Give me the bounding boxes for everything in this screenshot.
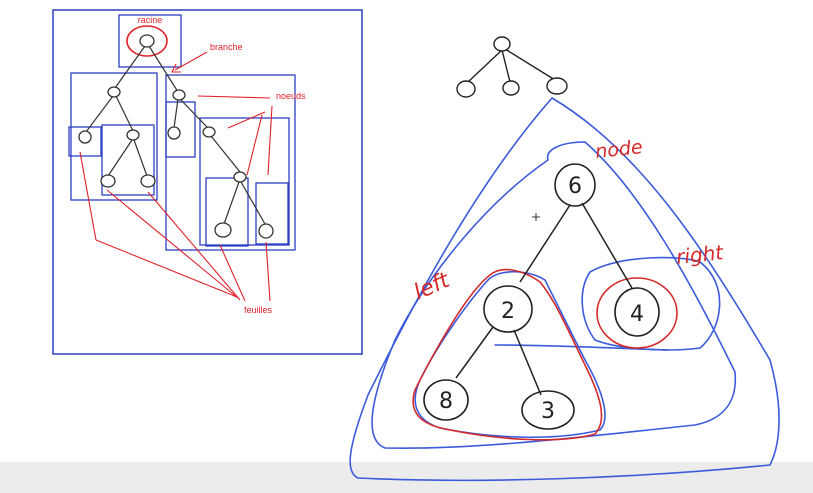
node-4-value: 4 — [630, 302, 644, 327]
root-highlight — [126, 25, 168, 57]
subtree-boxes — [68, 14, 296, 251]
left-left-box — [68, 126, 102, 157]
right-drawing: 6 2 4 8 3 node left right — [349, 36, 780, 482]
node-8 — [423, 379, 469, 421]
node-3 — [521, 390, 575, 430]
right-right-box — [199, 117, 290, 246]
video-bottom-bar — [0, 462, 813, 493]
label-leaves: feuilles — [244, 305, 273, 315]
outer-frame — [52, 9, 363, 355]
label-left: left — [410, 267, 454, 305]
node-3-value: 3 — [541, 399, 555, 424]
label-nodes: noeuds — [276, 91, 306, 101]
leaf-box-b — [255, 182, 289, 245]
tree-node — [456, 80, 476, 98]
left-subtree-red-outline — [412, 268, 603, 441]
leaf-box-a — [205, 177, 249, 247]
label-right: right — [675, 240, 725, 269]
left-subtree-box — [70, 72, 158, 201]
node-2-value: 2 — [501, 299, 515, 324]
tree-node — [202, 126, 216, 138]
node-6 — [554, 163, 596, 207]
right-subtree-outline — [581, 256, 721, 351]
left-tree-nodes — [78, 34, 274, 239]
right-subtree-box — [165, 74, 296, 251]
annotation-lines — [79, 51, 273, 302]
tree-node — [167, 126, 181, 140]
tree-node — [172, 89, 186, 101]
node-triangle — [371, 141, 737, 449]
tree-node — [126, 129, 140, 141]
red-highlights — [412, 268, 678, 441]
tree-node — [546, 77, 568, 95]
left-tree-edges — [85, 45, 266, 225]
node-2 — [483, 285, 533, 333]
main-tree-nodes — [423, 163, 660, 430]
tree-node — [258, 223, 274, 239]
tree-node — [502, 80, 520, 96]
tree-node — [214, 222, 232, 238]
main-tree-edges — [455, 202, 633, 396]
tree-node — [140, 174, 156, 188]
tree-node — [233, 171, 247, 183]
tree-node — [107, 86, 121, 98]
tree-node — [493, 36, 511, 52]
tree-node — [78, 130, 92, 144]
tree-node — [100, 174, 116, 188]
root-box — [118, 14, 182, 68]
label-root: racine — [138, 15, 163, 25]
right-left-box — [165, 101, 196, 158]
node-8-value: 8 — [439, 389, 453, 414]
left-right-box — [101, 124, 155, 196]
left-panel: racine branche noeuds feuilles — [52, 9, 363, 355]
right-node-red-ring — [596, 277, 678, 349]
crosshair-cursor-icon — [532, 213, 540, 221]
mini-tree — [456, 36, 568, 98]
label-branch: branche — [210, 42, 243, 52]
tree-node — [139, 34, 155, 48]
node-4 — [614, 287, 660, 337]
node-6-value: 6 — [568, 174, 582, 199]
label-node: node — [594, 136, 643, 163]
separator-line — [494, 344, 669, 351]
